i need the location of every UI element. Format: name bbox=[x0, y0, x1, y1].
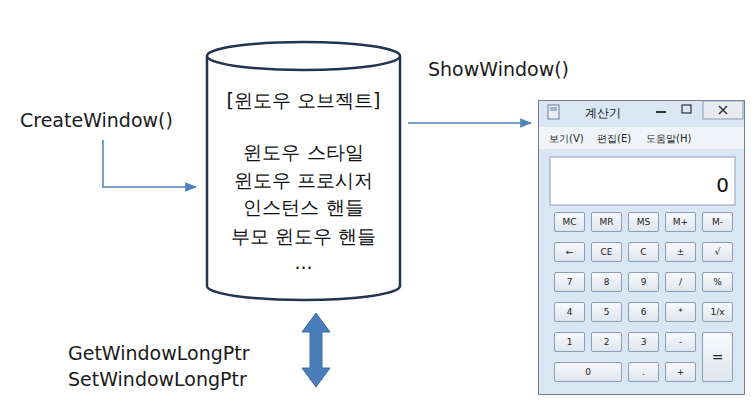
button-label: 1 bbox=[567, 337, 573, 348]
button-label: = bbox=[712, 352, 724, 363]
calc-button: ± bbox=[665, 242, 696, 262]
button-label: 8 bbox=[604, 277, 610, 288]
calc-button: ← bbox=[554, 242, 585, 262]
function-label: GetWindowLongPtr bbox=[68, 341, 249, 365]
calc-button: . bbox=[628, 362, 659, 382]
calc-button: MC bbox=[554, 212, 585, 232]
calc-button: 7 bbox=[554, 272, 585, 292]
app-icon-screen bbox=[550, 107, 557, 111]
function-label: CreateWindow() bbox=[20, 108, 173, 132]
create-arrow bbox=[103, 140, 196, 187]
calc-button: % bbox=[702, 272, 733, 292]
cylinder-store: [윈도우 오브젝트] 윈도우 스타일윈도우 프로시저인스턴스 핸들부모 윈도우 핸… bbox=[205, 40, 402, 302]
button-label: MS bbox=[637, 217, 650, 228]
calc-button: CE bbox=[591, 242, 622, 262]
calc-button: MS bbox=[628, 212, 659, 232]
close-button bbox=[703, 101, 743, 119]
app-icon bbox=[548, 105, 559, 119]
calc-button: 0 bbox=[554, 362, 622, 382]
calc-button: 9 bbox=[628, 272, 659, 292]
store-field: ... bbox=[205, 250, 402, 274]
display-value: 0 bbox=[551, 173, 729, 197]
calc-button: M- bbox=[702, 212, 733, 232]
calc-button: + bbox=[665, 362, 696, 382]
window-title: 계산기 bbox=[585, 106, 621, 120]
menu-item: 도움말(H) bbox=[646, 133, 691, 145]
function-label: SetWindowLongPtr bbox=[68, 367, 247, 391]
store-heading: [윈도우 오브젝트] bbox=[205, 88, 402, 112]
calc-button: 2 bbox=[591, 332, 622, 352]
double-block-arrow bbox=[302, 313, 330, 387]
maximize-symbol bbox=[682, 105, 691, 113]
button-label: 1/x bbox=[710, 307, 724, 318]
menu-item: 편집(E) bbox=[597, 133, 631, 145]
button-label: M+ bbox=[673, 217, 688, 228]
calc-button: / bbox=[665, 272, 696, 292]
display-box bbox=[550, 157, 735, 205]
button-label: MR bbox=[599, 217, 613, 228]
button-label: CE bbox=[601, 247, 613, 258]
calc-button: 1/x bbox=[702, 302, 733, 322]
call-arrow bbox=[408, 122, 531, 124]
button-label: 4 bbox=[567, 307, 573, 318]
button-label: + bbox=[677, 367, 685, 378]
button-label: √ bbox=[715, 247, 721, 258]
calc-button: 1 bbox=[554, 332, 585, 352]
calc-button: 8 bbox=[591, 272, 622, 292]
calc-button: 5 bbox=[591, 302, 622, 322]
calc-button: 6 bbox=[628, 302, 659, 322]
button-label: - bbox=[679, 337, 682, 348]
edge-label: ShowWindow() bbox=[428, 57, 569, 81]
calc-button: √ bbox=[702, 242, 733, 262]
button-label: MC bbox=[562, 217, 576, 228]
store-field: 인스턴스 핸들 bbox=[205, 195, 402, 219]
calc-button: - bbox=[665, 332, 696, 352]
cylinder-top bbox=[207, 42, 400, 70]
button-label: 9 bbox=[641, 277, 647, 288]
menu-bar bbox=[539, 127, 744, 149]
calc-button: 3 bbox=[628, 332, 659, 352]
button-label: 6 bbox=[641, 307, 647, 318]
calc-button: * bbox=[665, 302, 696, 322]
button-label: ← bbox=[566, 247, 574, 258]
button-label: ± bbox=[677, 247, 685, 258]
button-label: * bbox=[678, 307, 683, 318]
button-label: % bbox=[713, 277, 722, 288]
close-symbol bbox=[719, 106, 727, 114]
button-label: 7 bbox=[567, 277, 573, 288]
button-label: M- bbox=[712, 217, 723, 228]
button-label: 2 bbox=[604, 337, 610, 348]
calc-button: MR bbox=[591, 212, 622, 232]
store-field: 윈도우 스타일 bbox=[205, 140, 402, 164]
menu-item: 보기(V) bbox=[549, 133, 584, 145]
store-field: 부모 윈도우 핸들 bbox=[205, 224, 402, 248]
calculator-window: 계산기보기(V)편집(E)도움말(H)0MCMRMSM+M-←CEC±√789/… bbox=[538, 100, 745, 395]
button-label: C bbox=[640, 247, 646, 258]
button-label: 0 bbox=[585, 367, 591, 378]
button-label: . bbox=[642, 367, 645, 378]
calc-button: 4 bbox=[554, 302, 585, 322]
button-label: / bbox=[679, 277, 682, 288]
button-label: 3 bbox=[641, 337, 647, 348]
minimize-symbol bbox=[656, 111, 666, 113]
calc-button: M+ bbox=[665, 212, 696, 232]
calc-button: C bbox=[628, 242, 659, 262]
button-label: 5 bbox=[604, 307, 610, 318]
calc-button: = bbox=[702, 332, 733, 382]
store-field: 윈도우 프로시저 bbox=[205, 168, 402, 192]
